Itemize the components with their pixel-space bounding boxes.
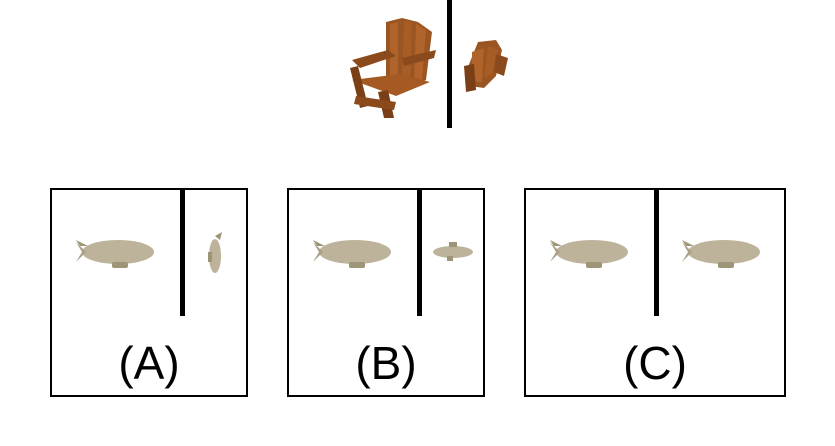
airship-icon xyxy=(72,232,156,272)
airship-icon xyxy=(546,232,630,272)
option-b[interactable]: (B) xyxy=(287,188,485,397)
airship-rotated-flat-icon xyxy=(431,240,475,264)
airship-icon xyxy=(309,232,393,272)
option-a[interactable]: (A) xyxy=(50,188,248,397)
option-c-divider xyxy=(654,190,659,316)
adirondack-chair-icon xyxy=(338,10,438,120)
reference-pair xyxy=(330,0,520,130)
option-b-label: (B) xyxy=(355,337,417,389)
rotated-adirondack-chair-icon xyxy=(460,36,512,96)
airship-rotated-vertical-icon xyxy=(204,230,226,276)
option-c[interactable]: (C) xyxy=(524,188,786,397)
airship-icon xyxy=(678,232,762,272)
option-c-label: (C) xyxy=(623,337,687,389)
option-b-divider xyxy=(417,190,422,316)
option-a-divider xyxy=(180,190,185,316)
option-a-label: (A) xyxy=(118,337,180,389)
reference-divider xyxy=(447,0,452,128)
